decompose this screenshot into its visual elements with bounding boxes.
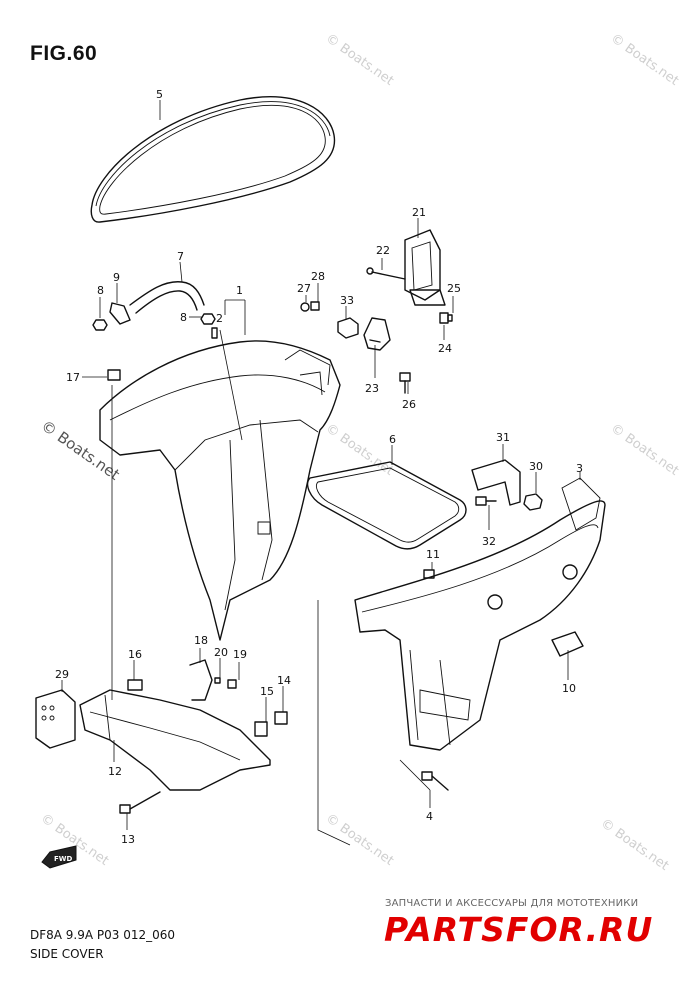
- callout-6: 6: [389, 433, 396, 446]
- watermark-text-strong: © Boats.net: [38, 417, 123, 484]
- watermark-layer: © Boats.net © Boats.net © Boats.net © Bo…: [38, 31, 682, 874]
- callout-27: 27: [297, 282, 311, 295]
- part-32-screw: [475, 496, 497, 506]
- brand-subtitle: ЗАПЧАСТИ И АКСЕССУАРЫ ДЛЯ МОТОТЕХНИКИ: [385, 898, 639, 909]
- callout-18: 18: [194, 634, 208, 647]
- callout-24: 24: [438, 342, 452, 355]
- watermark-text: © Boats.net: [323, 31, 397, 89]
- leader-lines: [61, 100, 581, 846]
- watermark-text: © Boats.net: [323, 421, 397, 479]
- callout-1: 1: [236, 284, 243, 297]
- callout-8-second: 8: [180, 311, 187, 324]
- part-10-grommet: [551, 631, 584, 657]
- watermark-text: © Boats.net: [598, 816, 672, 874]
- watermark-text: © Boats.net: [608, 421, 682, 479]
- part-7-hose: [129, 281, 205, 314]
- callout-8: 8: [97, 284, 104, 297]
- part-11-screw: [423, 569, 435, 579]
- part-8-nuts: [92, 313, 216, 331]
- figure-title: FIG.60: [30, 42, 98, 65]
- part-33-grommet: [337, 317, 359, 339]
- callout-15: 15: [260, 685, 274, 698]
- part-12-lower-pan: [79, 689, 271, 791]
- part-21-latch: [404, 229, 446, 306]
- callout-4: 4: [426, 810, 433, 823]
- callout-25: 25: [447, 282, 461, 295]
- part-30-grommet: [523, 493, 543, 511]
- watermark-text: © Boats.net: [608, 31, 682, 89]
- part-9-clip: [109, 302, 131, 325]
- part-23-bracket: [363, 317, 391, 351]
- callout-11: 11: [426, 548, 440, 561]
- part-31-bracket: [471, 459, 521, 506]
- callout-labels: 1 2 3 4 5 6 7 8 8 9 10 11 12 13 14 15 16…: [55, 88, 583, 846]
- callout-16: 16: [128, 648, 142, 661]
- callout-12: 12: [108, 765, 122, 778]
- part-18-clip: [189, 659, 213, 701]
- part-1-side-cover: [99, 340, 341, 641]
- callout-5: 5: [156, 88, 163, 101]
- fwd-label: FWD: [54, 855, 73, 863]
- part-19-20-hardware: [214, 677, 237, 689]
- callout-9: 9: [113, 271, 120, 284]
- callout-29: 29: [55, 668, 69, 681]
- fwd-arrow-icon: FWD: [41, 845, 77, 869]
- callout-10: 10: [562, 682, 576, 695]
- part-27-28-hardware: [300, 301, 320, 312]
- part-4-bolt: [421, 771, 449, 791]
- part-13-bolt: [119, 791, 161, 814]
- callout-22: 22: [376, 244, 390, 257]
- brand-logo: PARTSFOR.RU: [384, 910, 654, 949]
- model-code: DF8A 9.9A P03 012_060: [30, 928, 176, 942]
- callout-28: 28: [311, 270, 325, 283]
- callout-31: 31: [496, 431, 510, 444]
- part-16-clip: [127, 679, 143, 691]
- callout-32: 32: [482, 535, 496, 548]
- part-14-15-hardware: [254, 711, 288, 737]
- callout-19: 19: [233, 648, 247, 661]
- part-24-25-hardware: [439, 312, 453, 324]
- callout-14: 14: [277, 674, 291, 687]
- callout-26: 26: [402, 398, 416, 411]
- callout-30: 30: [529, 460, 543, 473]
- part-5-seal: [90, 96, 336, 223]
- callout-20: 20: [214, 646, 228, 659]
- part-3-side-cover: [354, 477, 606, 751]
- part-6-gasket: [306, 461, 467, 550]
- part-17-screw: [107, 369, 121, 381]
- callout-17: 17: [66, 371, 80, 384]
- callout-13: 13: [121, 833, 135, 846]
- callout-7: 7: [177, 250, 184, 263]
- callout-23: 23: [365, 382, 379, 395]
- callout-21: 21: [412, 206, 426, 219]
- part-22-screw: [366, 267, 406, 280]
- callout-33: 33: [340, 294, 354, 307]
- part-2-fitting: [211, 327, 218, 339]
- part-26-screw: [399, 372, 411, 394]
- part-29-pad: [35, 689, 76, 749]
- watermark-text: © Boats.net: [323, 811, 397, 869]
- callout-2: 2: [216, 312, 223, 325]
- assembly-name: SIDE COVER: [30, 947, 104, 961]
- callout-3: 3: [576, 462, 583, 475]
